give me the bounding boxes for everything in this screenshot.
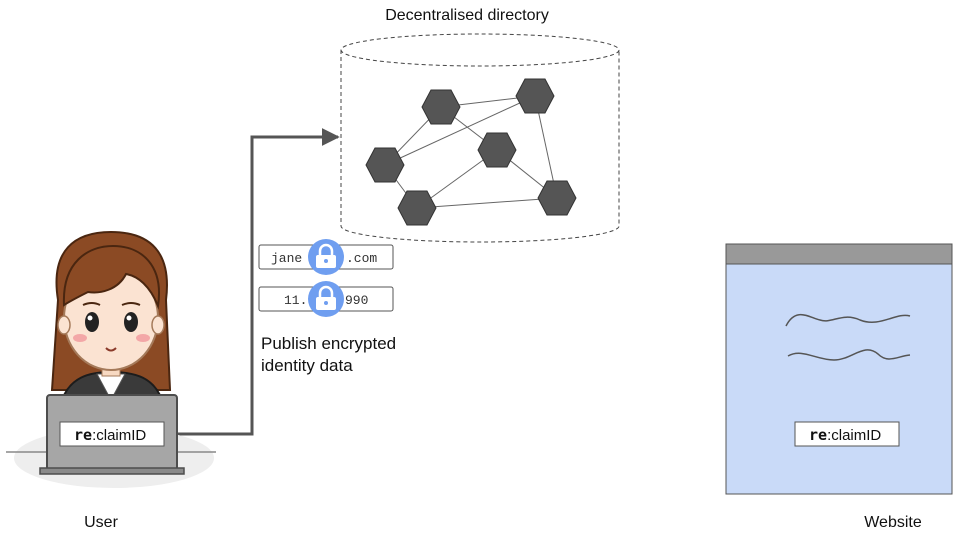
database-cylinder <box>340 33 620 243</box>
svg-text:re:claimID: re:claimID <box>74 426 146 444</box>
field-text-right: 990 <box>345 293 368 308</box>
user-label: User <box>84 514 118 531</box>
reclaimid-badge-website[interactable]: re:claimID <box>794 421 900 447</box>
brand-suffix: :claimID <box>827 427 881 444</box>
network-node <box>397 190 437 226</box>
lock-icon <box>308 281 344 317</box>
website-titlebar <box>725 243 953 265</box>
field-text-right: .com <box>346 251 377 266</box>
website-content-scribble <box>785 314 911 327</box>
identity-field-email: jane .com <box>258 239 394 275</box>
publish-caption-line-2: identity data <box>261 356 353 375</box>
website-window: re:claimID <box>725 243 953 495</box>
website-label: Website <box>864 514 922 531</box>
website-content-scribble <box>787 349 911 361</box>
brand-suffix: :claimID <box>92 427 146 444</box>
network-nodes <box>365 78 577 226</box>
brand-prefix: re <box>74 426 92 444</box>
network-node <box>537 180 577 216</box>
publish-arrow <box>178 128 340 436</box>
network-node <box>477 132 517 168</box>
network-node <box>365 147 405 183</box>
network-node <box>421 89 461 125</box>
reclaimid-badge-user: re:claimID <box>59 421 165 447</box>
publish-caption-line-1: Publish encrypted <box>261 334 396 353</box>
directory-title: Decentralised directory <box>385 7 549 24</box>
publish-caption: Publish encrypted identity data <box>261 334 401 375</box>
svg-text:re:claimID: re:claimID <box>809 426 881 444</box>
lock-icon <box>308 239 344 275</box>
network-node <box>515 78 555 114</box>
identity-field-date: 11. 990 <box>258 281 394 317</box>
brand-prefix: re <box>809 426 827 444</box>
field-text-left: jane <box>271 251 302 266</box>
field-text-left: 11. <box>284 293 307 308</box>
